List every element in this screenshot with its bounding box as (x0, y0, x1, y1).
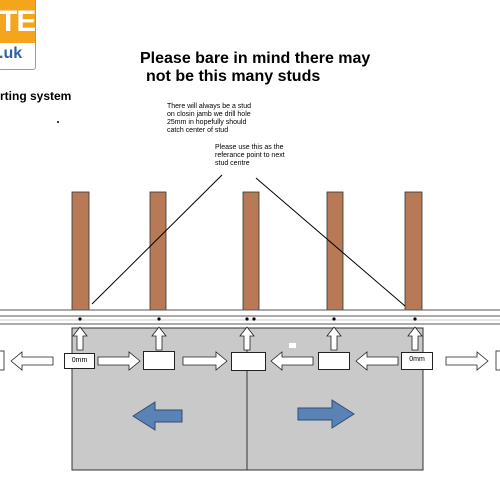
headline-line-2: not be this many studs (146, 68, 321, 85)
door-mark (289, 343, 296, 348)
right-arrow-2 (182, 351, 228, 371)
reference-point-note-line-2: referance point to next (215, 152, 285, 159)
closing-jamb-pointer (91, 174, 223, 305)
logo-letters: TE (0, 5, 36, 38)
slide-left-arrow (132, 401, 183, 431)
left-arrow-4 (355, 351, 399, 371)
slide-right-arrow (297, 399, 355, 429)
left-arrow-3 (270, 351, 314, 371)
stud-1 (71, 191, 90, 311)
section-title: rting system (0, 89, 72, 103)
stud-centre-dot-3a (245, 317, 249, 321)
right-arrow-1 (97, 351, 141, 371)
up-arrow-2 (151, 326, 167, 351)
company-logo: TE .uk (0, 0, 36, 70)
closing-jamb-note-line-4: catch center of stud (167, 127, 229, 134)
logo-domain: .uk (0, 45, 23, 62)
closing-jamb-note-line-1: There will always be a stud (167, 103, 252, 110)
stud-centre-dot-1 (78, 317, 82, 321)
headline: Please bare in mind there may not be thi… (140, 50, 380, 86)
closing-jamb-note-line-3: 25mm in hopefully should (167, 119, 247, 126)
closing-jamb-note-line-2: on closin jamb we drill hole (167, 111, 251, 118)
stud-centre-dot-5 (413, 317, 417, 321)
up-arrow-3 (239, 326, 255, 351)
stud-centre-dot-4 (332, 317, 336, 321)
headline-line-1: Please bare in mind there may (140, 50, 371, 67)
zero-mm-box-left: 0mm (64, 353, 95, 369)
zero-mm-box-right: 0mm (401, 352, 433, 370)
closing-jamb-note: There will always be a stud on closin ja… (167, 103, 251, 135)
stud-3 (242, 191, 260, 311)
reference-point-note: Please use this as the referance point t… (215, 144, 285, 168)
measure-box-4 (318, 352, 350, 370)
reference-point-pointer (255, 177, 406, 307)
right-arrow-outer-right (445, 351, 489, 371)
up-arrow-5 (407, 326, 423, 351)
reference-point-note-line-1: Please use this as the (215, 144, 284, 151)
stud-2 (149, 191, 167, 311)
reference-point-note-line-3: stud centre (215, 160, 250, 167)
stud-centre-dot-3b (252, 317, 256, 321)
left-arrow-outer-left (10, 351, 54, 371)
stray-dot (57, 121, 59, 123)
stud-centre-dot-2 (157, 317, 161, 321)
up-arrow-4 (326, 326, 342, 351)
up-arrow-1 (72, 326, 88, 351)
logo-badge: TE (0, 0, 35, 43)
measure-box-3 (231, 352, 266, 371)
measure-box-2 (143, 351, 175, 370)
edge-box-right (495, 350, 500, 371)
stud-5 (404, 191, 423, 311)
edge-box-left (0, 350, 5, 371)
